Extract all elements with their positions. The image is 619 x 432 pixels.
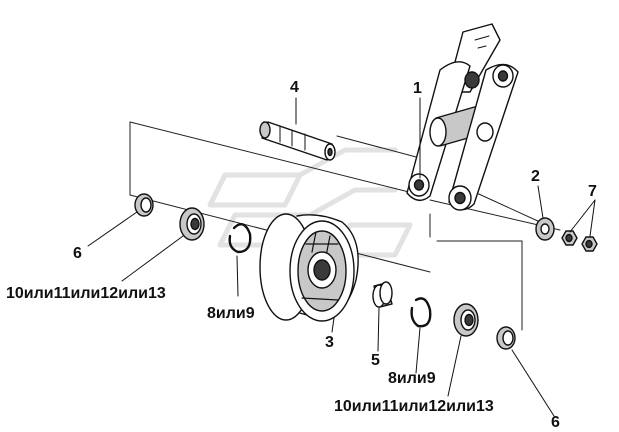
callout-6-left: 6 [73,245,82,262]
callout-5: 5 [371,352,380,369]
callout-6-right: 6 [551,414,560,431]
pulley-part-3 [259,213,359,322]
bushing-part-5 [372,281,393,308]
leader-lines [87,97,596,417]
callout-8-left: 8или9 [207,305,255,322]
seal-part-6-left [134,193,154,217]
callout-1: 1 [413,80,422,97]
seal-part-6-right [496,326,516,350]
lever-bracket-part-1 [406,23,519,211]
callout-3: 3 [325,334,334,351]
snap-ring-part-8-left [228,222,252,254]
callout-4: 4 [290,79,299,96]
bearing-part-10-right [453,303,479,337]
callout-7: 7 [588,183,597,200]
snap-ring-part-8-right [410,297,432,328]
callout-10-right: 10или11или12или13 [334,398,494,415]
nuts-part-7 [561,230,598,252]
pin-part-4 [259,121,336,161]
callout-10-left: 10или11или12или13 [6,285,166,302]
washer-part-2 [535,217,555,241]
bearing-part-10-left [179,207,205,241]
callout-8-right: 8или9 [388,370,436,387]
callout-2: 2 [531,168,540,185]
